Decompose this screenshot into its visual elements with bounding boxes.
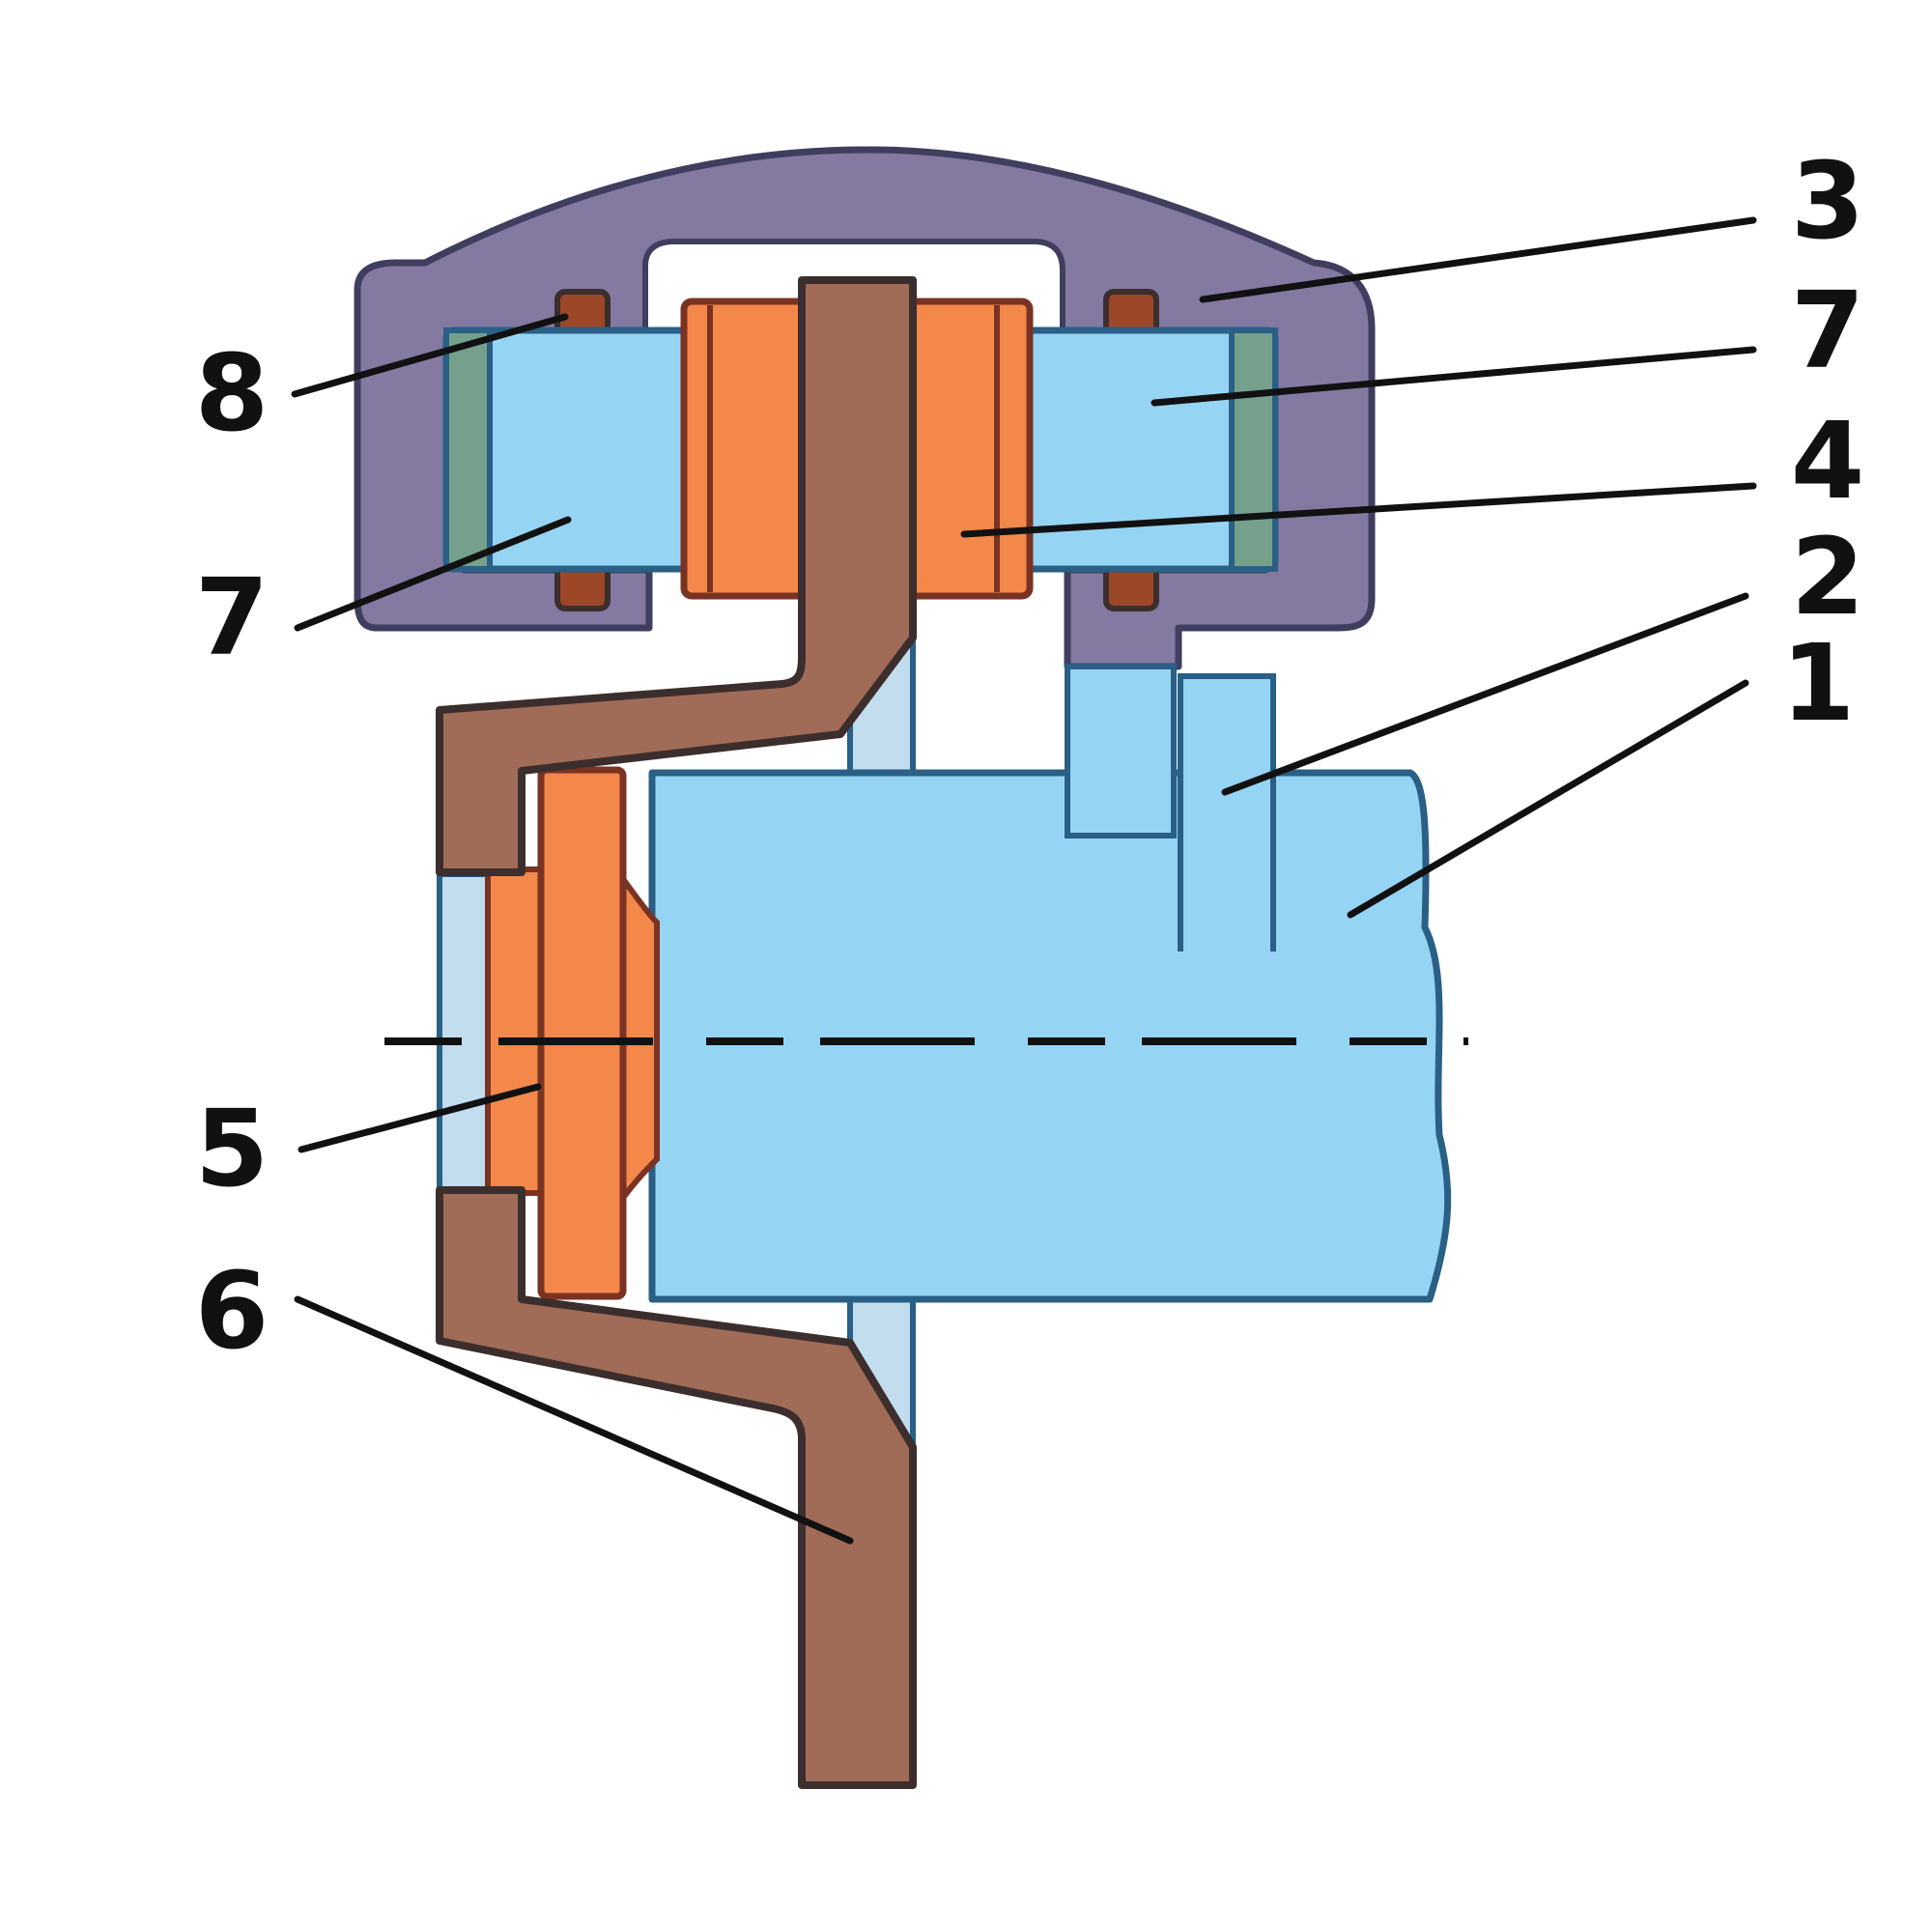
leader-2 xyxy=(1221,592,1749,796)
leader-1 xyxy=(1347,679,1749,919)
callout-5: 5 xyxy=(195,1087,270,1210)
key-cover xyxy=(1184,680,1269,775)
leader-3 xyxy=(1199,216,1757,303)
main-shaft-body xyxy=(648,769,1452,1303)
seal-left xyxy=(443,327,493,572)
leader-7-right xyxy=(1151,346,1757,407)
callout-3: 3 xyxy=(1791,139,1865,263)
callout-7-right: 7 xyxy=(1791,269,1865,392)
leader-4 xyxy=(960,482,1757,538)
leader-6 xyxy=(294,1295,854,1545)
leader-7-left xyxy=(294,516,572,632)
lever-arm xyxy=(436,276,917,1789)
left-gear xyxy=(537,766,627,1300)
housing-cap xyxy=(354,146,1376,670)
left-gear-outer xyxy=(485,867,549,1196)
callout-4: 4 xyxy=(1791,399,1865,523)
callout-6: 6 xyxy=(195,1249,270,1373)
callout-7-left: 7 xyxy=(195,555,270,679)
left-pale-strip xyxy=(437,871,491,1196)
key-block xyxy=(1065,664,1177,838)
callout-1: 1 xyxy=(1781,621,1856,745)
callout-8: 8 xyxy=(195,331,270,455)
callout-2: 2 xyxy=(1791,515,1865,639)
seal-right xyxy=(1229,327,1278,572)
leader-5 xyxy=(298,1083,542,1153)
leader-8 xyxy=(291,313,569,398)
